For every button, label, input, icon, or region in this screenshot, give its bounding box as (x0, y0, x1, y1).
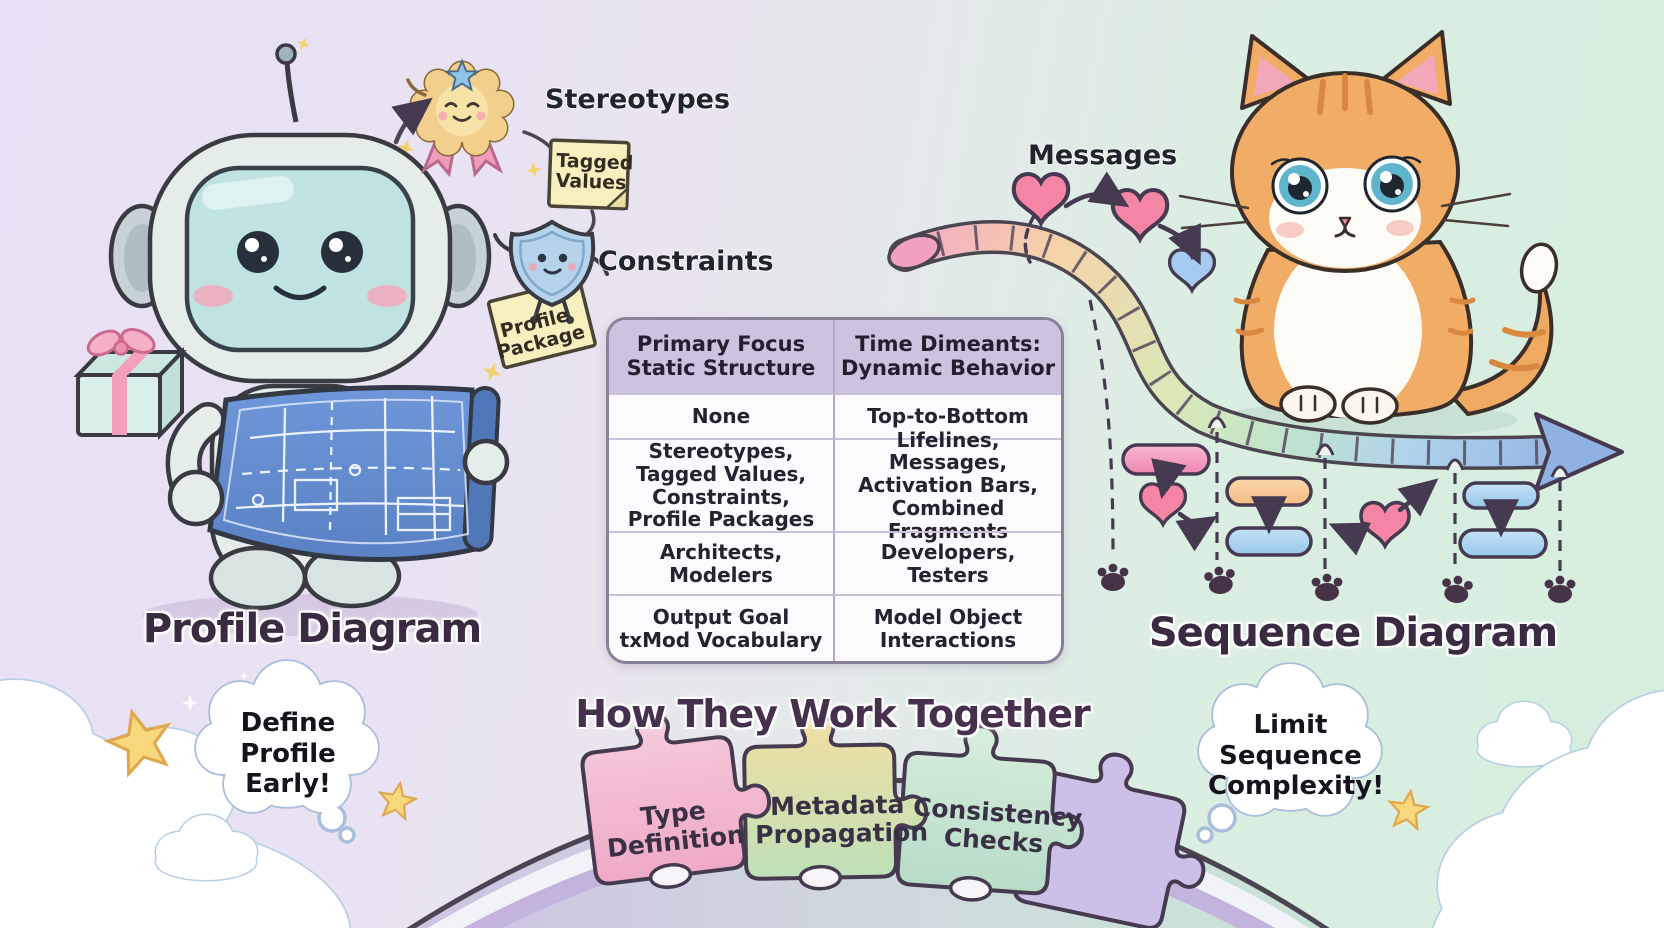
limit-sequence-complexity-bubble: Limit Sequence Complexity! (1208, 710, 1385, 802)
table-cell: Model Object Interactions (835, 594, 1061, 661)
table-header-sequence: Time Dimeants: Dynamic Behavior (835, 320, 1061, 393)
puzzle-piece-icon (575, 699, 1226, 928)
profile-diagram-title: Profile Diagram (142, 606, 482, 652)
puzzle-label-metadata-propagation: Metadata Propagation (754, 789, 929, 850)
puzzle-label-consistency-checks: Consistency Checks (912, 792, 1084, 859)
table-cell: Architects, Modelers (609, 531, 835, 594)
speech-bubble-icon (194, 659, 380, 844)
gift-icon (73, 328, 187, 440)
stereotypes-label: Stereotypes (545, 84, 731, 115)
robot-illustration (108, 43, 510, 636)
speech-bubble-icon (1196, 662, 1383, 844)
define-profile-early-bubble: Define Profile Early! (240, 708, 336, 800)
messages-label: Messages (1028, 140, 1178, 171)
how-they-work-together-title: How They Work Together (575, 692, 1091, 736)
kitten-illustration (1178, 30, 1559, 438)
constraints-label: Constraints (598, 246, 774, 277)
shield-icon (493, 219, 609, 324)
table-cell: Output Goal txMod Vocabulary (609, 594, 835, 661)
blueprint-icon (207, 385, 501, 562)
ribbon-arrow-icon (887, 220, 1624, 492)
sticky-note-icon (486, 138, 631, 370)
paw-icon (1097, 563, 1576, 605)
table-cell: Stereotypes, Tagged Values, Constraints,… (609, 438, 835, 531)
sequence-diagram-title: Sequence Diagram (1148, 610, 1558, 656)
table-cell: Developers, Testers (835, 531, 1061, 594)
table-header-profile: Primary Focus Static Structure (609, 320, 835, 393)
message-arrows (1023, 171, 1201, 266)
tagged-values-note: Tagged Values (555, 149, 634, 195)
badge-icon (406, 60, 515, 178)
table-cell: Lifelines, Messages, Activation Bars, Co… (835, 428, 1061, 542)
table-cell: None (609, 393, 835, 438)
cloud-icon (1431, 689, 1664, 928)
table-cell: Top-to-Bottom (835, 393, 1061, 438)
mini-sequence-diagram (1088, 299, 1576, 605)
comparison-table: Primary Focus Static Structure Time Dime… (606, 317, 1064, 664)
